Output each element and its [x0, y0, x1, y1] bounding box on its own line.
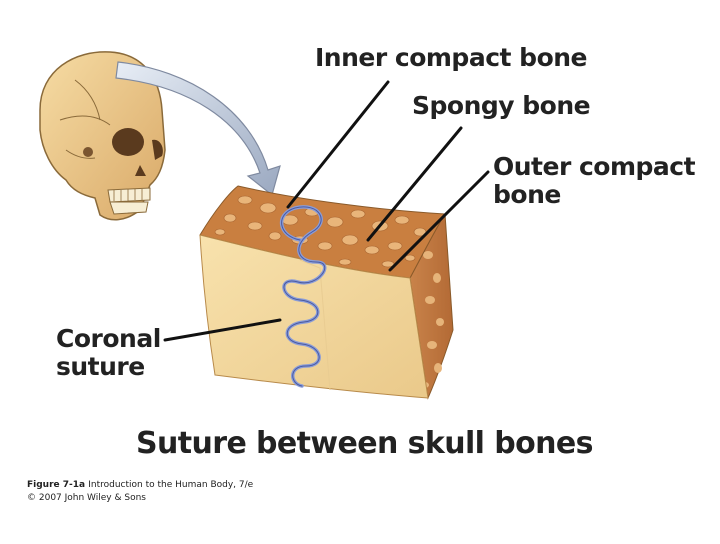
label-outer-compact-bone: Outer compact bone — [493, 152, 696, 209]
label-spongy-bone: Spongy bone — [412, 91, 591, 120]
figure-caption: Figure 7-1a Introduction to the Human Bo… — [27, 479, 253, 504]
caption-source: Introduction to the Human Body, 7/e — [88, 480, 254, 490]
caption-figure-number: Figure 7-1a — [27, 480, 86, 490]
leader-lines — [163, 80, 490, 342]
leader-spongy — [366, 126, 463, 242]
label-outer-line2: bone — [493, 180, 561, 209]
label-coronal-suture: Coronal suture — [56, 325, 161, 381]
suture-line — [279, 205, 327, 388]
label-coronal-line2: suture — [56, 352, 145, 381]
caption-line1: Figure 7-1a Introduction to the Human Bo… — [27, 479, 253, 492]
leader-inner-compact — [286, 80, 390, 209]
label-inner-compact-bone: Inner compact bone — [315, 43, 588, 72]
leader-outer-compact — [388, 170, 490, 272]
label-outer-line1: Outer compact — [493, 152, 696, 181]
caption-copyright: © 2007 John Wiley & Sons — [27, 492, 146, 503]
skull — [39, 51, 166, 221]
figure-heading: Suture between skull bones — [136, 426, 593, 461]
leader-coronal — [163, 318, 282, 342]
bone-block — [199, 185, 454, 400]
label-coronal-line1: Coronal — [56, 324, 161, 353]
